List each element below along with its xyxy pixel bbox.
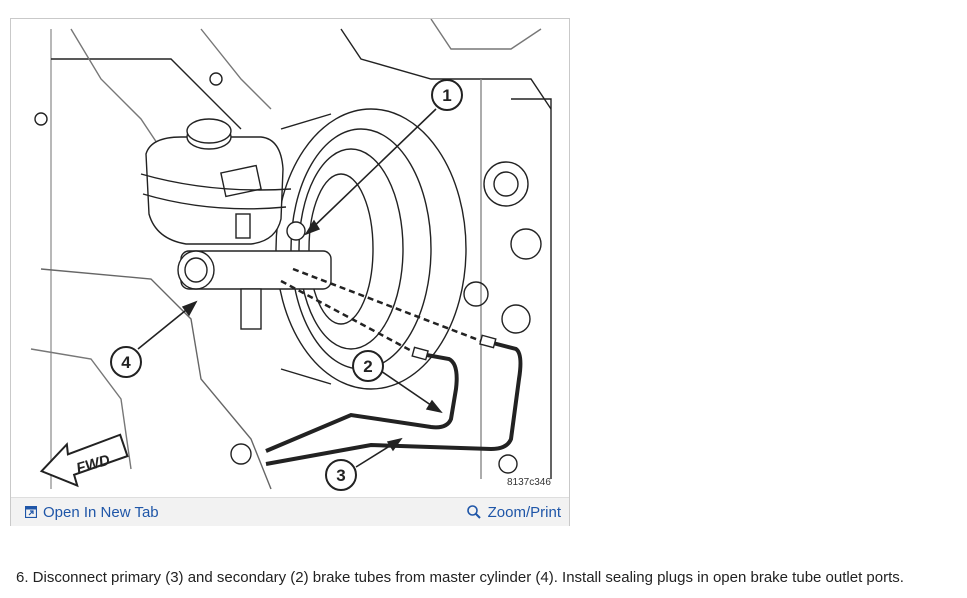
zoom-print-label: Zoom/Print	[487, 503, 561, 521]
figure-toolbar: Open In New Tab Zoom/Print	[11, 497, 569, 526]
fwd-arrow: FWD	[39, 433, 129, 488]
open-in-new-tab-icon	[25, 506, 37, 518]
magnifier-icon	[466, 505, 481, 519]
open-in-new-tab-button[interactable]: Open In New Tab	[25, 498, 159, 526]
brake-diagram: 1 2 3 4 FWD	[30, 19, 552, 491]
open-in-new-tab-label: Open In New Tab	[43, 503, 159, 521]
callout-2-label: 2	[363, 357, 372, 376]
callout-3-label: 3	[336, 466, 345, 485]
step-caption: 6. Disconnect primary (3) and secondary …	[16, 569, 904, 586]
callout-4: 4	[110, 346, 142, 378]
callout-2: 2	[352, 350, 384, 382]
zoom-print-button[interactable]: Zoom/Print	[466, 498, 561, 526]
figure-code: 8137c346	[507, 477, 551, 488]
callout-1: 1	[431, 79, 463, 111]
callout-4-label: 4	[121, 353, 131, 372]
figure-frame: 1 2 3 4 FWD 8137c346 Open In New Ta	[10, 18, 570, 526]
callout-3: 3	[325, 459, 357, 491]
callout-1-label: 1	[442, 86, 451, 105]
